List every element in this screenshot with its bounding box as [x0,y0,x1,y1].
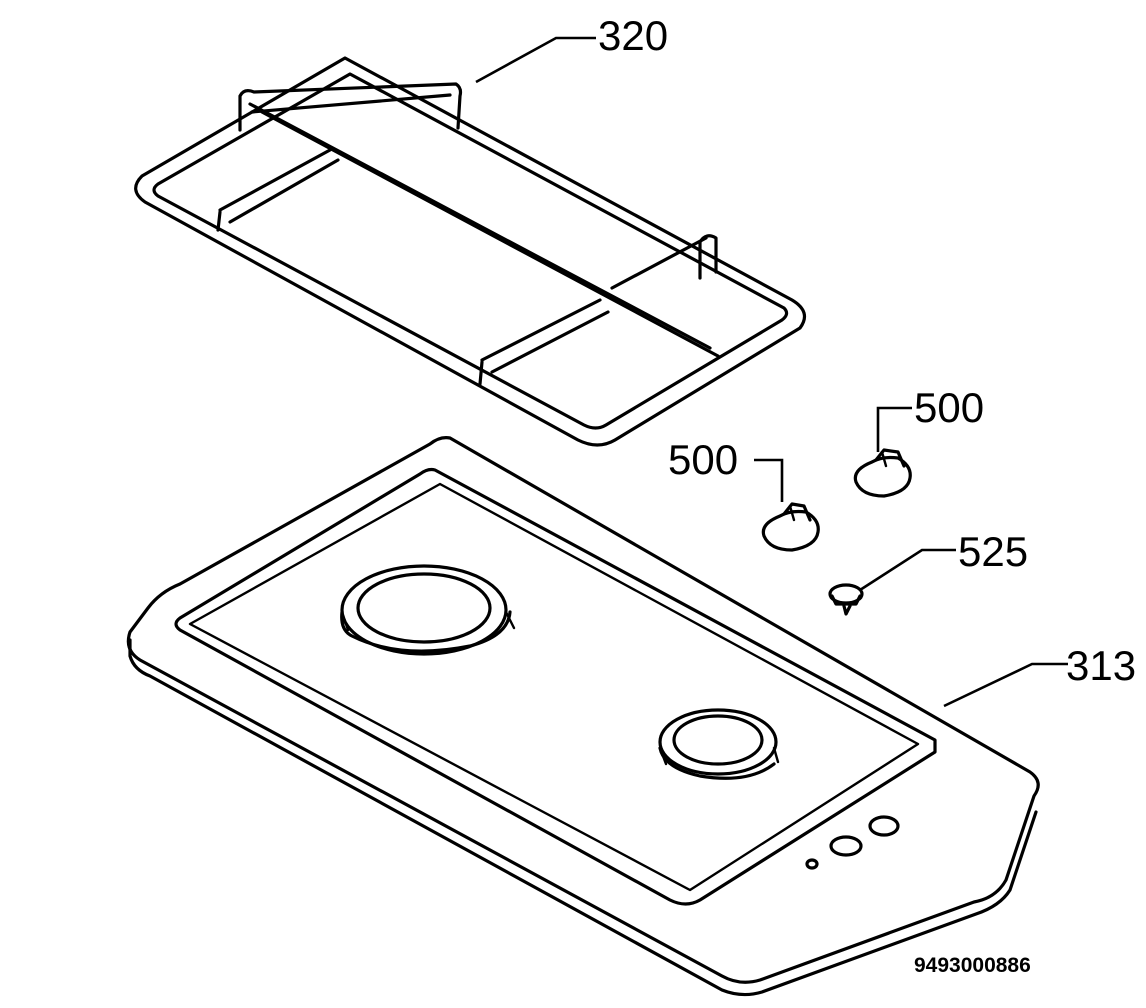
callout-500-right: 500 [914,384,984,431]
small-burner [658,708,780,780]
leader-line-313 [943,662,1068,708]
screw [828,583,864,616]
large-burner [340,564,516,656]
leader-line-525 [859,548,956,592]
callout-500-left: 500 [668,436,738,483]
document-number: 9493000886 [914,954,1031,977]
ignition-hole [805,858,819,870]
callout-525: 525 [958,528,1028,575]
control-knob-right [853,448,912,498]
leader-line-500-left [754,458,784,502]
leader-line-500-right [876,406,912,452]
hob-plate [126,436,1040,997]
leader-line-320 [475,36,596,84]
callout-313: 313 [1066,642,1136,689]
callout-320: 320 [598,12,668,59]
pan-support-grate [134,56,807,447]
control-hole [829,835,863,857]
control-hole [868,815,900,837]
control-knob-left [761,502,820,552]
